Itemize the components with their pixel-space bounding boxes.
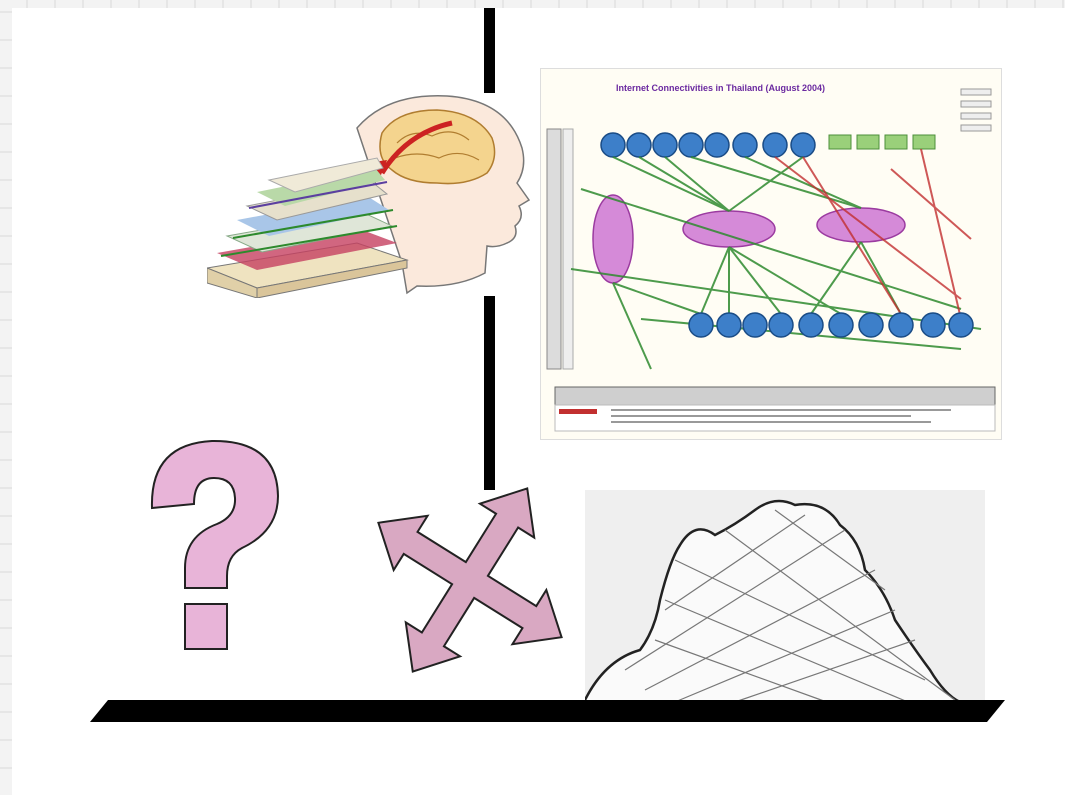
sketched-rock-outcrop: [585, 490, 985, 710]
question-mark-icon: [150, 439, 280, 650]
horizontal-base-rule: [90, 700, 1005, 722]
brain-layers-illustration: [207, 95, 531, 298]
network-diagram-image: Internet Connectivities in Thailand (Aug…: [540, 68, 1002, 440]
vertical-divider-top: [484, 8, 495, 93]
vertical-divider-bottom: [484, 296, 495, 490]
slide-canvas: Internet Connectivities in Thailand (Aug…: [12, 8, 1065, 795]
four-way-arrows-icon: [377, 487, 563, 673]
network-diagram-graphic: [546, 88, 996, 432]
network-diagram-title: Internet Connectivities in Thailand (Aug…: [616, 83, 826, 93]
